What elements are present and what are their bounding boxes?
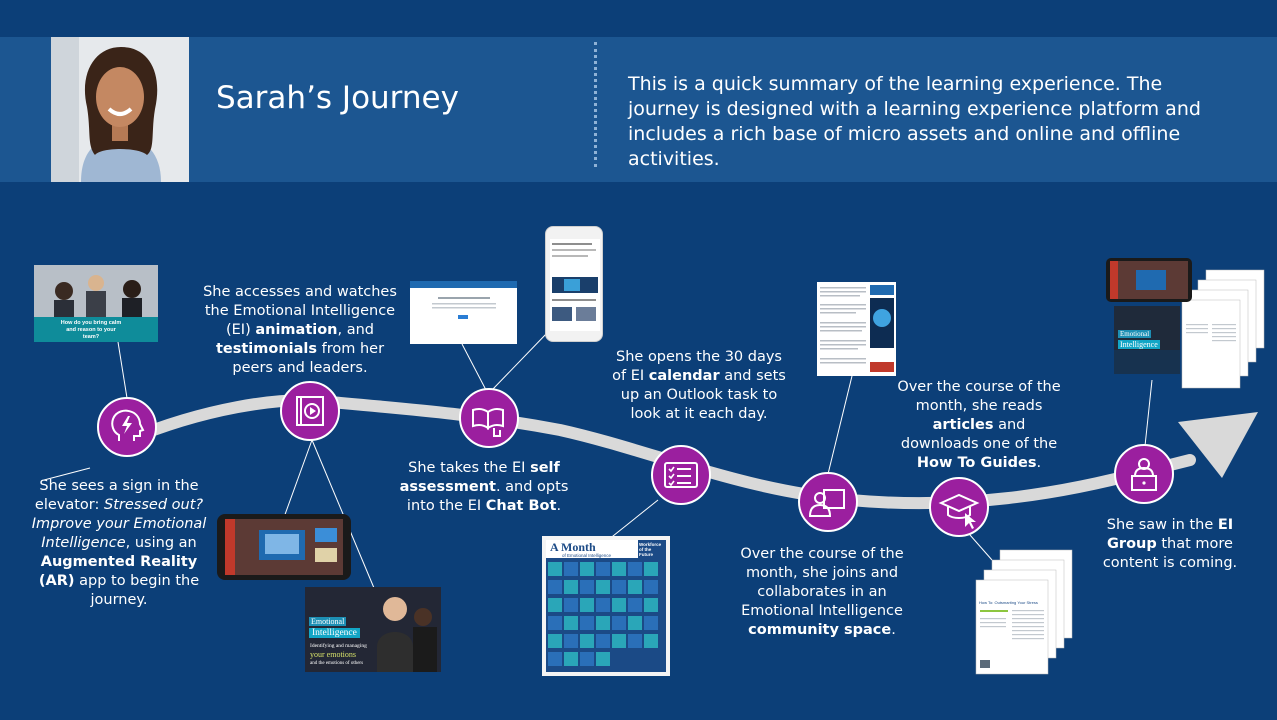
video-play-icon [296, 396, 324, 426]
ar-phone-thumbnail [217, 514, 351, 580]
checklist-icon [664, 462, 698, 488]
step-text-calendar: She opens the 30 days of EI calendar and… [612, 349, 786, 422]
assessment-screenshot-thumbnail [410, 281, 517, 344]
step-text-community: Over the course of the month, she joins … [740, 546, 904, 638]
upcoming-content-thumbnail: Emotional Intelligence [1106, 258, 1266, 390]
step-text-assessment: She takes the EI self assessment. and op… [399, 460, 569, 514]
person-screen-icon [808, 489, 845, 517]
journey-summary: This is a quick summary of the learning … [628, 73, 1201, 170]
ei-video-title-2: Intelligence [309, 628, 360, 638]
step-node-animation[interactable] [280, 381, 340, 441]
step-node-ar[interactable] [97, 397, 157, 457]
step-node-assessment[interactable] [459, 388, 519, 448]
ei-video-sub-3: and the emotions of others [310, 661, 364, 666]
chatbot-phone-thumbnail [545, 226, 603, 342]
graduation-cap-click-icon [938, 493, 980, 529]
course-title-2: Intelligence [1118, 340, 1160, 349]
elevator-sign-thumbnail: How do you bring calm and reason to your… [34, 265, 158, 342]
ei-video-thumbnail: Emotional Intelligence Identifying and m… [305, 587, 441, 672]
step-text-ar: She sees a sign in the elevator: Stresse… [31, 478, 207, 608]
profile-photo [51, 37, 189, 182]
calendar-thumbnail: A Month of Emotional Intelligence Workfo… [542, 536, 670, 676]
ei-video-sub-2: your emotions [310, 650, 356, 659]
path-arrowhead [1178, 412, 1258, 478]
ei-video-sub-1: Identifying and managing [310, 643, 367, 649]
step-node-calendar[interactable] [651, 445, 711, 505]
header-divider [594, 42, 597, 167]
how-to-guides-thumbnail: How To: Outsmarting Your Stress [972, 548, 1074, 676]
calendar-title-2: of Emotional Intelligence [562, 553, 612, 558]
step-text-group: She saw in the EI Group that more conten… [1102, 517, 1238, 571]
community-screenshot-thumbnail [817, 282, 896, 376]
page-title: Sarah’s Journey [216, 80, 459, 116]
step-node-community[interactable] [798, 472, 858, 532]
course-title-1: Emotional [1118, 330, 1152, 338]
step-node-group[interactable] [1114, 444, 1174, 504]
elevator-sign-text: How do you bring calm and reason to your… [60, 320, 122, 340]
head-lightning-icon [111, 409, 145, 441]
step-text-articles: Over the course of the month, she reads … [897, 379, 1061, 471]
calendar-brand: Workforce of the Future [639, 542, 662, 557]
book-hand-icon [472, 407, 504, 437]
ei-video-title-1: Emotional [309, 617, 347, 626]
header-banner [0, 37, 1277, 182]
step-text-animation: She accesses and watches the Emotional I… [203, 284, 397, 376]
calendar-title-1: A Month [550, 540, 596, 554]
step-node-articles[interactable] [929, 477, 989, 537]
person-laptop-icon [1131, 458, 1157, 491]
guide-title: How To: Outsmarting Your Stress [979, 600, 1038, 605]
